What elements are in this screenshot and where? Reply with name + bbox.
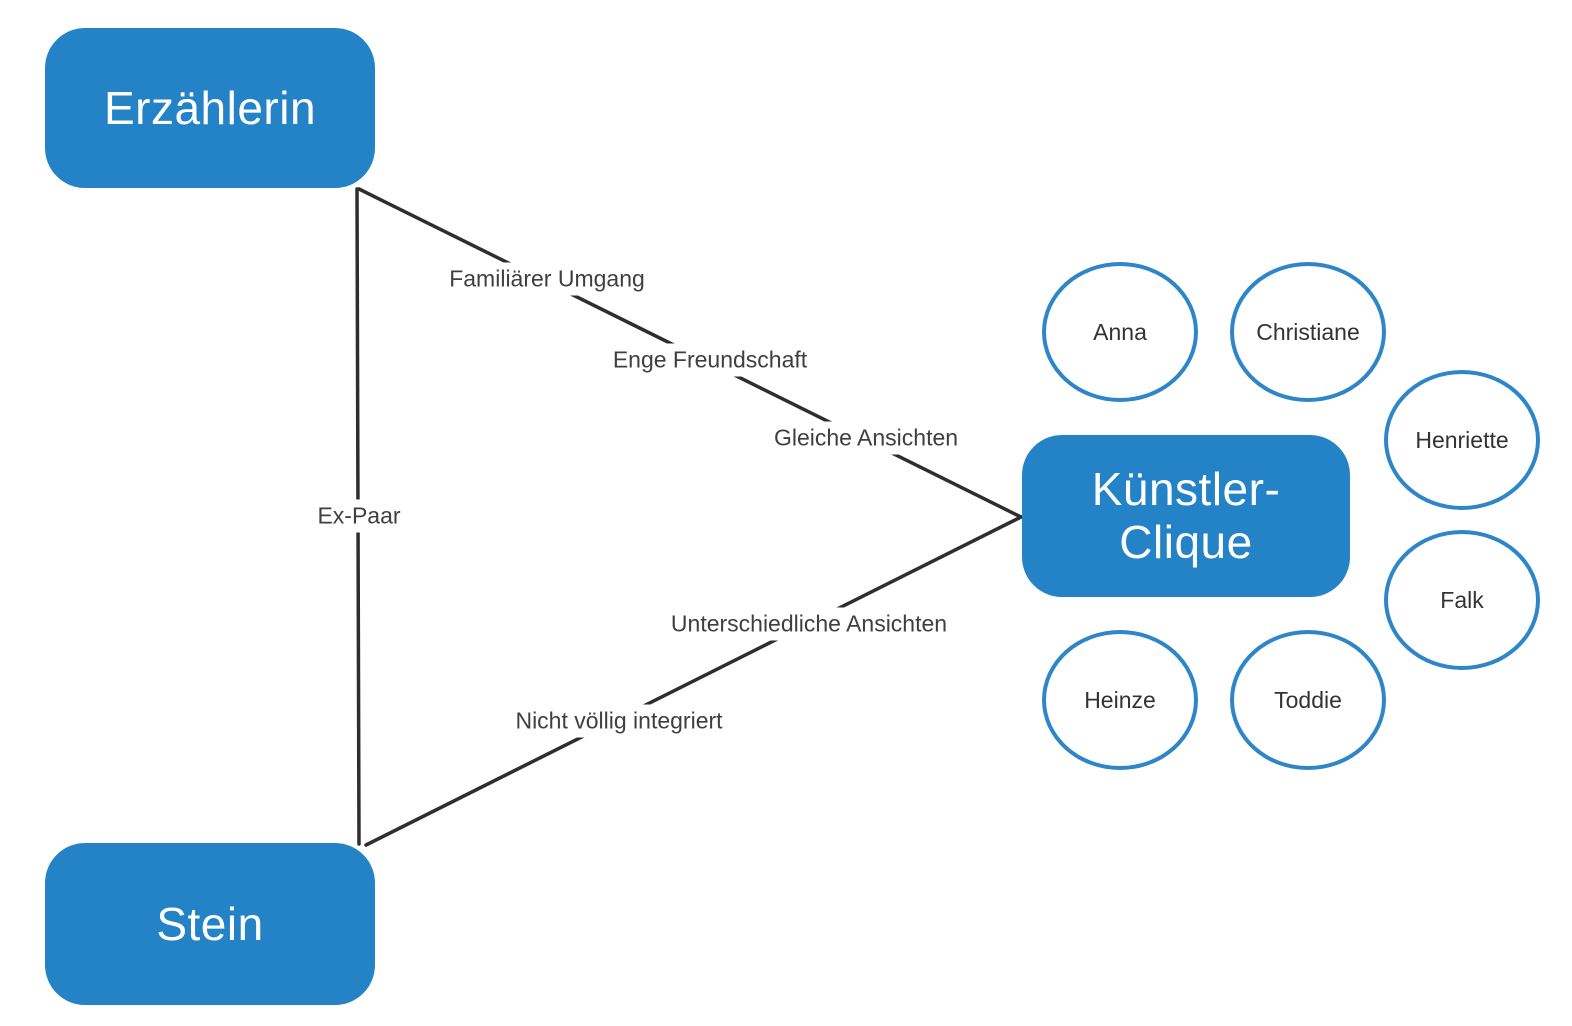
member-circle-henriette: Henriette <box>1384 370 1540 510</box>
member-label-falk: Falk <box>1440 586 1484 613</box>
edge-label-unterschiedliche-ansichten: Unterschiedliche Ansichten <box>661 607 957 641</box>
edge-stein-clique <box>364 515 1023 847</box>
edge-label-familiaerer-umgang: Familiärer Umgang <box>440 262 654 296</box>
member-circle-toddie: Toddie <box>1230 630 1386 770</box>
edge-label-enge-freundschaft: Enge Freundschaft <box>603 343 817 377</box>
edge-label-ex-paar: Ex-Paar <box>308 499 410 533</box>
edge-label-gleiche-ansichten: Gleiche Ansichten <box>764 421 968 455</box>
member-label-henriette: Henriette <box>1415 426 1509 453</box>
node-kuenstler-clique-label: Künstler- Clique <box>1091 463 1281 568</box>
member-label-heinze: Heinze <box>1084 686 1156 713</box>
node-stein-label: Stein <box>156 897 264 950</box>
member-label-anna: Anna <box>1093 318 1147 345</box>
node-kuenstler-clique: Künstler- Clique <box>1022 435 1350 597</box>
member-label-toddie: Toddie <box>1274 686 1342 713</box>
member-circle-christiane: Christiane <box>1230 262 1386 402</box>
member-circle-anna: Anna <box>1042 262 1198 402</box>
member-label-christiane: Christiane <box>1256 318 1360 345</box>
member-circle-falk: Falk <box>1384 530 1540 670</box>
node-stein: Stein <box>45 843 375 1005</box>
node-erzaehlerin: Erzählerin <box>45 28 375 188</box>
member-circle-heinze: Heinze <box>1042 630 1198 770</box>
edge-label-nicht-voellig-integriert: Nicht völlig integriert <box>506 704 732 738</box>
node-erzaehlerin-label: Erzählerin <box>103 81 317 134</box>
